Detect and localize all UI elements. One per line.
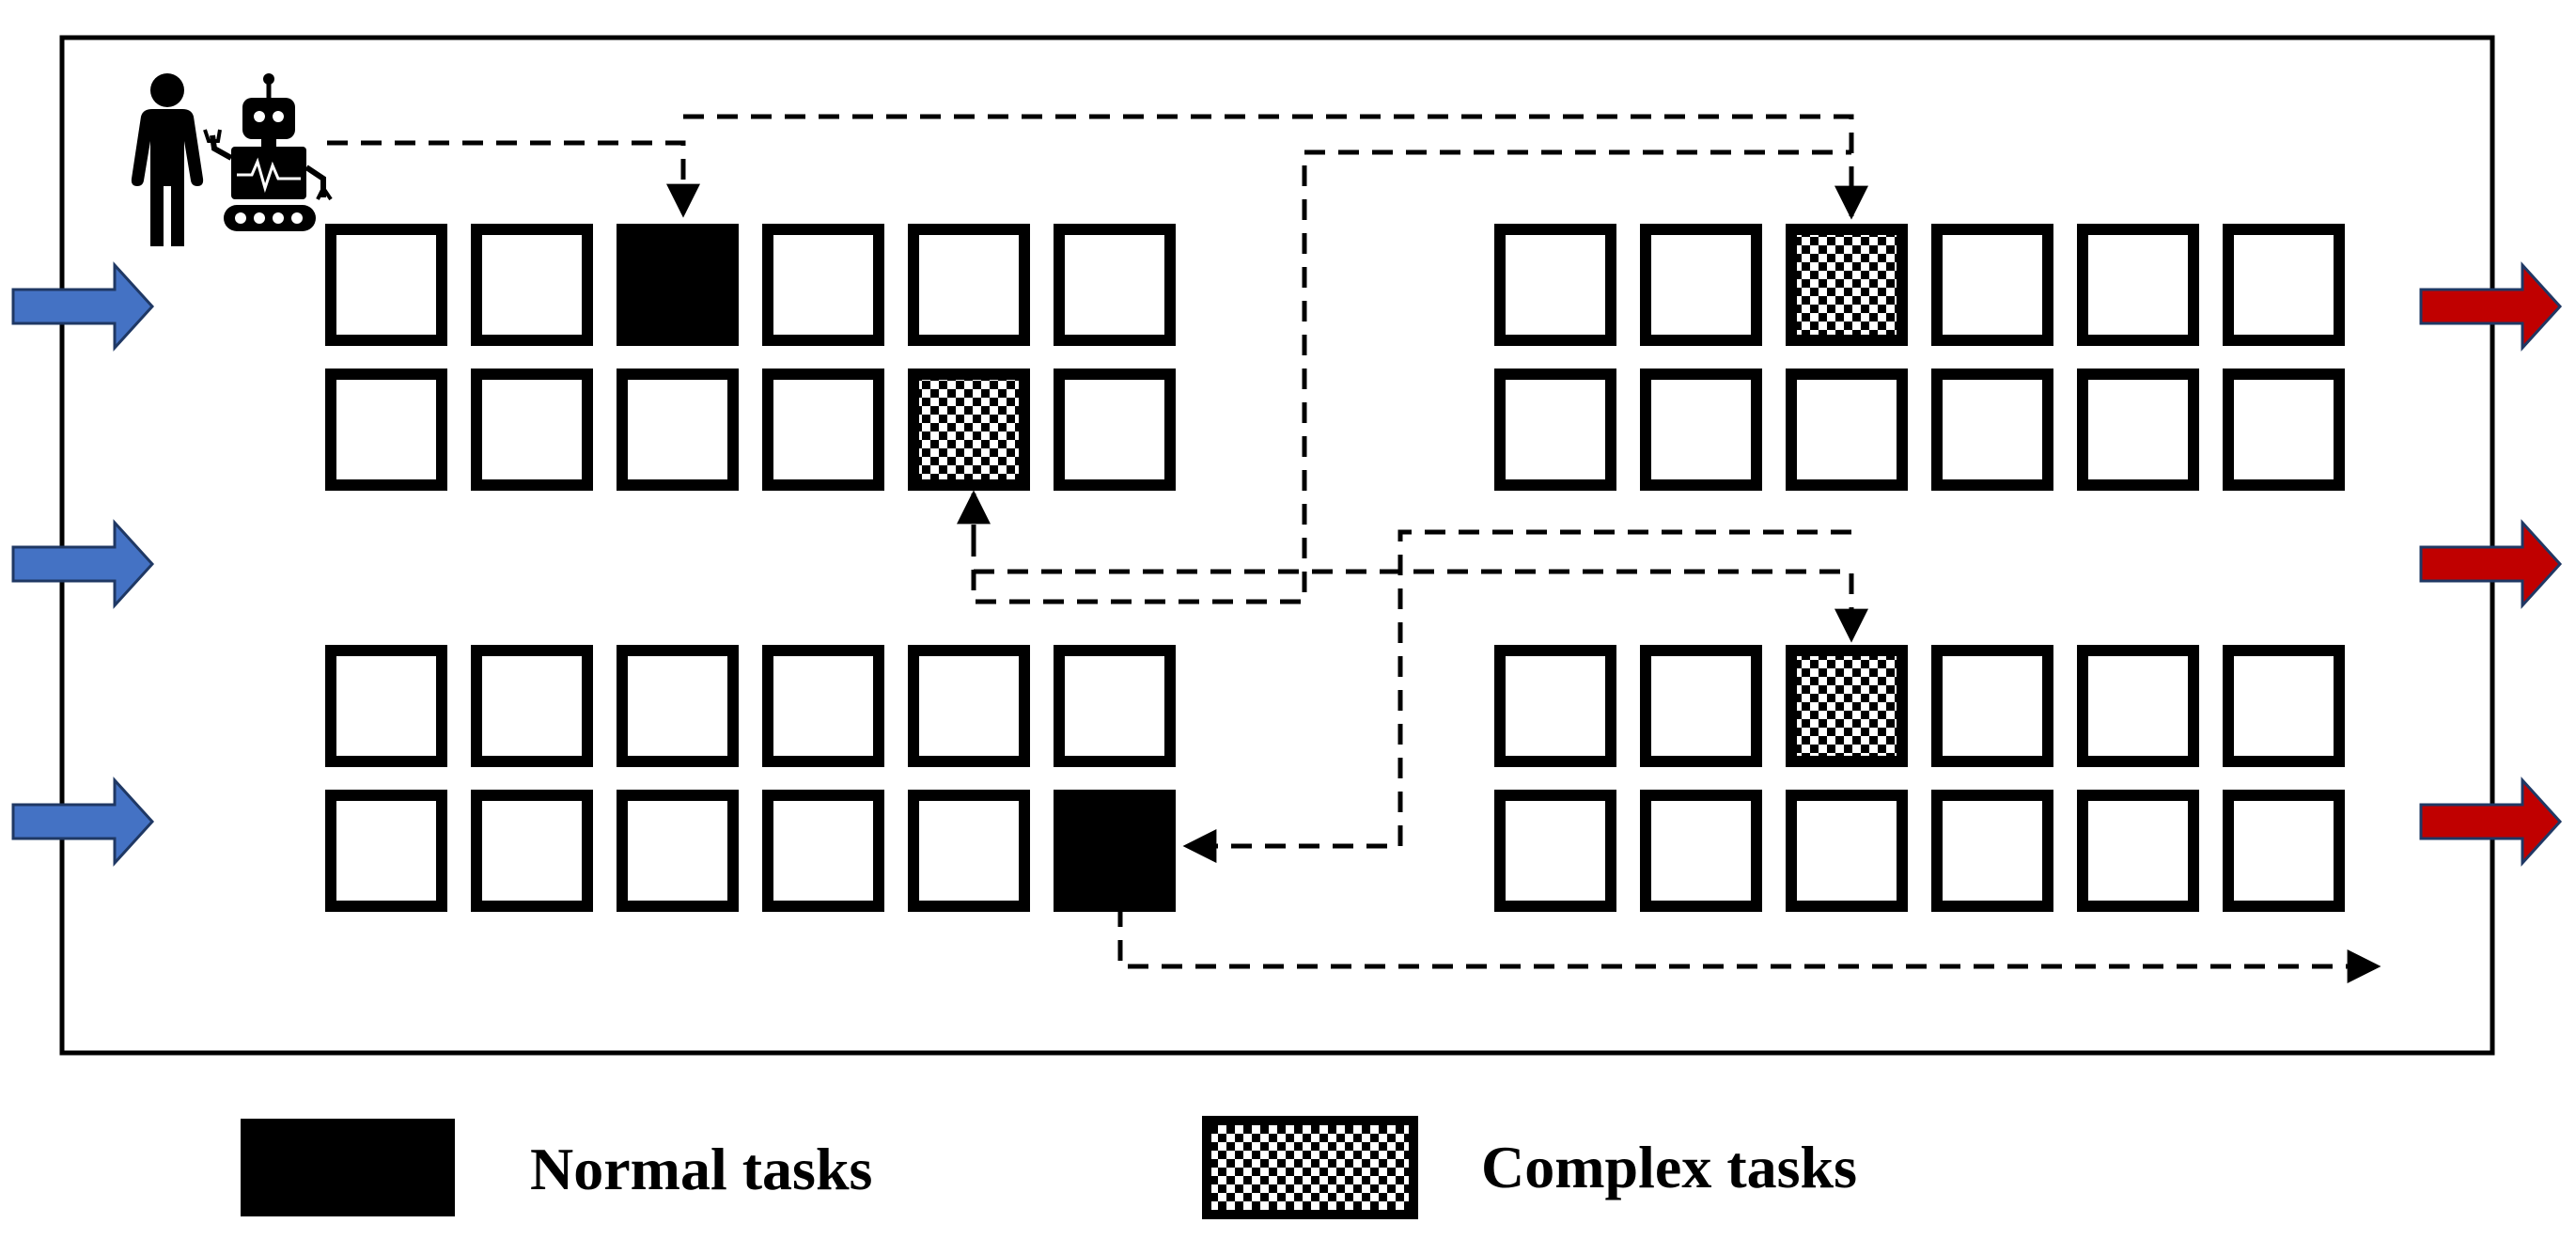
output-arrows [2419, 261, 2563, 867]
task-cell [1494, 224, 1616, 346]
task-cell [762, 224, 884, 346]
complex-task-cell [908, 369, 1030, 491]
output-arrow [2419, 776, 2563, 867]
task-cell [1494, 645, 1616, 767]
task-cell [1931, 369, 2053, 491]
task-cell [1640, 645, 1762, 767]
input-arrows [11, 261, 155, 867]
task-cell [471, 224, 593, 346]
task-cell [2223, 224, 2345, 346]
task-cell [617, 790, 739, 912]
task-cell [1931, 224, 2053, 346]
route-robot-to-normal-task [327, 140, 700, 218]
task-cell [1786, 369, 1908, 491]
route-inner-loop [971, 149, 1851, 604]
task-cell [1054, 224, 1176, 346]
task-cell [1786, 790, 1908, 912]
output-arrow [2419, 519, 2563, 609]
task-cell [1054, 369, 1176, 491]
normal-task-cell [617, 224, 739, 346]
input-arrow [11, 519, 155, 609]
task-cell [1054, 645, 1176, 767]
task-cell [1931, 645, 2053, 767]
task-cell [2223, 645, 2345, 767]
task-cell [2077, 224, 2199, 346]
task-cell [1640, 790, 1762, 912]
route-exit [1117, 906, 2381, 983]
route-top-to-complex-task-right [683, 114, 1868, 220]
task-cell [617, 369, 739, 491]
robot-icon [203, 73, 333, 231]
task-cell [471, 790, 593, 912]
task-cell [471, 369, 593, 491]
task-cell [908, 645, 1030, 767]
output-arrow [2419, 261, 2563, 352]
task-cell [2223, 369, 2345, 491]
normal-task-cell [1054, 790, 1176, 912]
input-arrow [11, 776, 155, 867]
legend-complex-label: Complex tasks [1481, 1134, 1858, 1200]
task-cell-grid [325, 224, 2345, 912]
input-arrow [11, 261, 155, 352]
legend-normal-label: Normal tasks [530, 1136, 873, 1202]
workspace-frame [59, 35, 2495, 1056]
task-cell [325, 790, 447, 912]
task-cell [762, 369, 884, 491]
task-cell [2077, 645, 2199, 767]
task-cell [1640, 224, 1762, 346]
task-cell [471, 645, 593, 767]
task-cell [908, 224, 1030, 346]
task-cell [617, 645, 739, 767]
task-cell [1494, 790, 1616, 912]
task-cell [2077, 369, 2199, 491]
task-cell [762, 645, 884, 767]
task-routing-paths [327, 114, 2381, 983]
task-cell [2077, 790, 2199, 912]
legend-normal-swatch [241, 1119, 455, 1216]
task-cell [1640, 369, 1762, 491]
task-cell [325, 645, 447, 767]
person-icon [131, 73, 204, 246]
task-cell [325, 369, 447, 491]
task-cell [325, 224, 447, 346]
task-cell [1931, 790, 2053, 912]
legend-complex-swatch [1202, 1116, 1418, 1219]
task-cell [762, 790, 884, 912]
complex-task-cell [1786, 645, 1908, 767]
task-cell [2223, 790, 2345, 912]
task-cell [908, 790, 1030, 912]
complex-task-cell [1786, 224, 1908, 346]
task-cell [1494, 369, 1616, 491]
route-middle-to-complex-task-right [974, 569, 1868, 643]
